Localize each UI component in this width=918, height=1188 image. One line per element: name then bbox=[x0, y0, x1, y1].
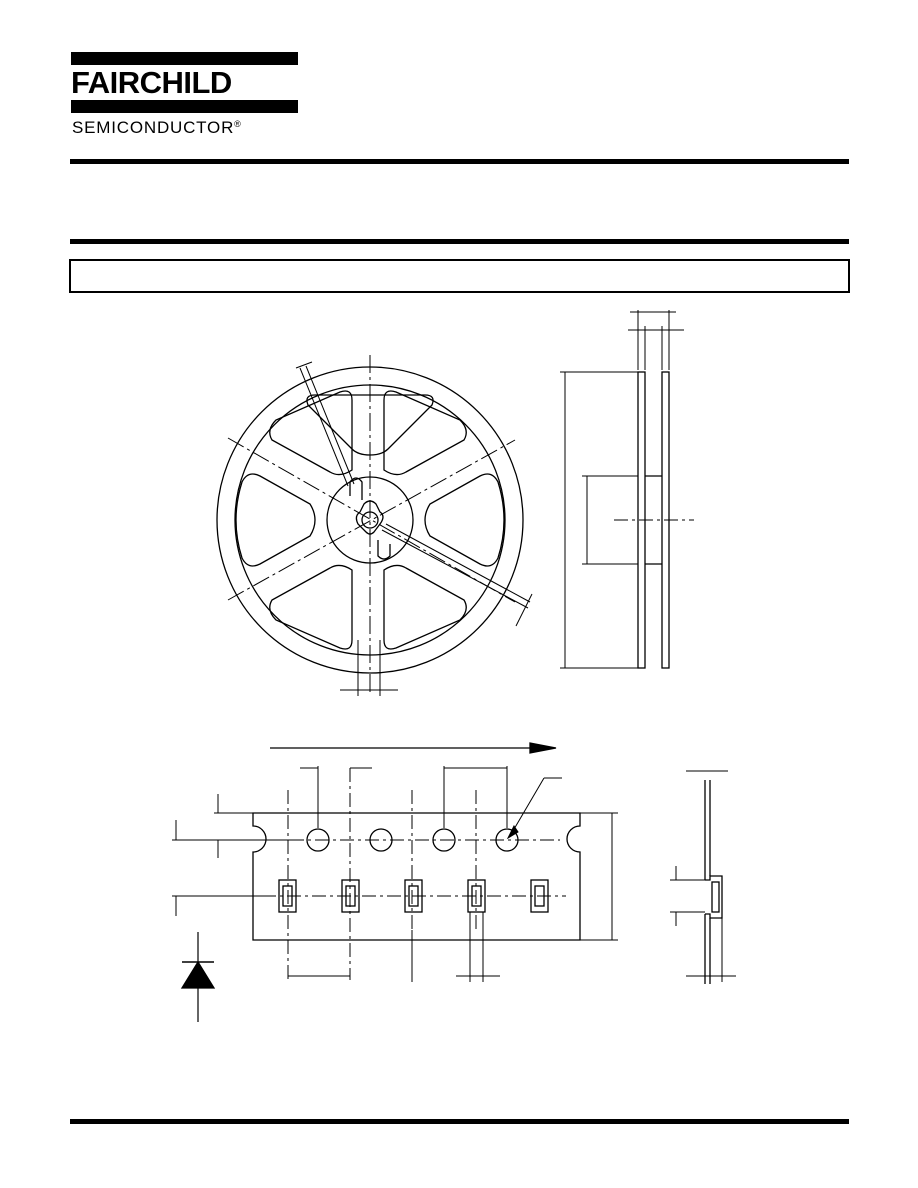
carrier-tape-side-view bbox=[670, 770, 736, 984]
logo-brand: FAIRCHILD bbox=[71, 65, 232, 100]
leader-tick-b bbox=[515, 593, 533, 627]
hub-slot-top bbox=[349, 477, 363, 500]
diode-triangle bbox=[180, 960, 216, 989]
logo-bottom-bar bbox=[71, 100, 298, 113]
component-in-pocket bbox=[711, 881, 720, 913]
leader-arrow bbox=[506, 825, 519, 840]
tape-outline bbox=[252, 812, 581, 941]
diode-orientation-symbol bbox=[180, 932, 216, 1022]
reel-window-2 bbox=[383, 390, 467, 476]
logo-subtitle-text: SEMICONDUCTOR bbox=[72, 118, 235, 137]
reel-window-3 bbox=[424, 473, 505, 567]
tape-pocket-profile bbox=[705, 875, 723, 919]
leader-tick-a bbox=[295, 361, 313, 369]
tape-center-lines bbox=[262, 768, 566, 980]
reel-window-6 bbox=[235, 473, 316, 567]
leader-line-d bbox=[385, 523, 531, 603]
fairchild-logo: FAIRCHILD SEMICONDUCTOR® bbox=[71, 52, 301, 137]
reel-window-5 bbox=[269, 564, 353, 650]
feed-direction-arrow bbox=[270, 742, 557, 754]
reel-window-1 bbox=[269, 390, 353, 476]
reel-hub bbox=[326, 476, 414, 564]
header-rule-bottom bbox=[70, 239, 849, 244]
footer-rule bbox=[70, 1119, 849, 1124]
registered-mark: ® bbox=[234, 119, 241, 129]
section-title-box bbox=[69, 259, 850, 293]
logo-subtitle: SEMICONDUCTOR® bbox=[72, 115, 241, 137]
header-rule-top bbox=[70, 159, 849, 164]
logo-top-bar bbox=[71, 52, 298, 65]
reel-center-lines bbox=[227, 355, 516, 692]
reel-side-view bbox=[560, 310, 694, 669]
hub-key bbox=[355, 500, 384, 535]
leader-line-c bbox=[381, 529, 529, 609]
carrier-tape-top-view bbox=[172, 766, 618, 982]
leader-line-b bbox=[305, 365, 355, 485]
leader-line-a bbox=[299, 367, 349, 487]
hub-slot-bottom bbox=[377, 540, 391, 560]
leader-hole-diameter bbox=[509, 777, 545, 837]
reel-front-view bbox=[216, 355, 533, 696]
reel-window-4 bbox=[383, 564, 467, 650]
